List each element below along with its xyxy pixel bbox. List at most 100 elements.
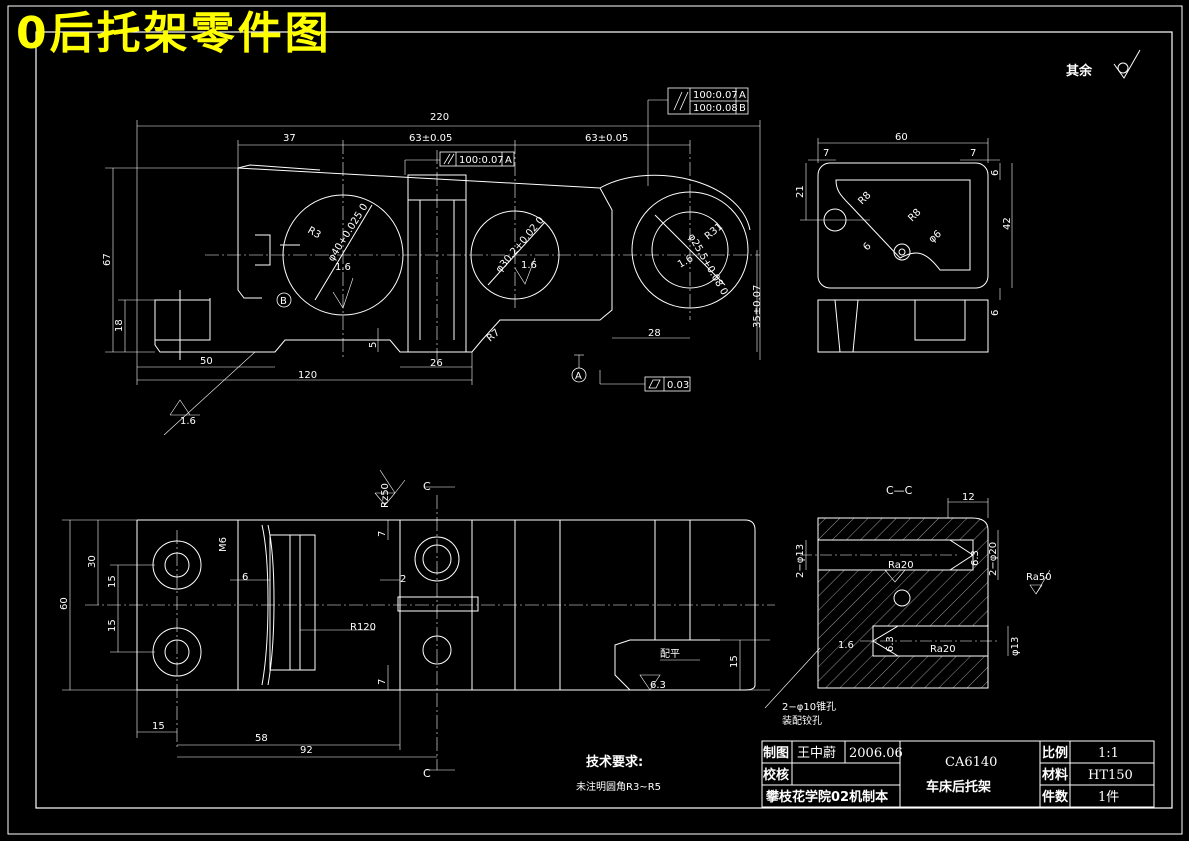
section-rough-out: Ra50: [1026, 572, 1052, 583]
dim-bore1: φ40+0.025 0: [326, 202, 370, 264]
side-dim-h21: 21: [795, 185, 806, 198]
side-dim-edge-l: 7: [823, 148, 829, 159]
rough-2: 1.6: [521, 260, 537, 271]
tol-mid: 100:0.07: [459, 155, 504, 166]
title-drawn-by: 王中蔚: [797, 746, 836, 761]
top-flat: 配平: [660, 648, 680, 660]
dim-fillet: R7: [485, 327, 502, 344]
roughness-symbol-icon: [1113, 49, 1141, 79]
top-dim-seven-b: 7: [377, 679, 388, 685]
dim-slot-w: 120: [298, 370, 317, 381]
title-scale: 1:1: [1098, 746, 1119, 761]
dim-overall: 220: [430, 112, 449, 123]
section-dimlines: [764, 498, 1051, 709]
dim-right-w: 28: [648, 328, 661, 339]
datum-a-circle: [571, 367, 587, 383]
side-dim-h6a: 6: [990, 170, 1001, 176]
datum-b: B: [280, 296, 287, 307]
dim-step: 5: [368, 342, 379, 348]
top-view-centerlines: [85, 495, 775, 770]
section-view: [817, 517, 989, 689]
rough-3: 1.6: [676, 253, 695, 270]
title-drawn-label: 制图: [763, 745, 789, 761]
title-qty-label: 件数: [1042, 789, 1069, 805]
title-check-label: 校核: [763, 767, 789, 783]
top-dim-six: 6: [242, 572, 248, 583]
side-dim-d6b: 6: [861, 241, 873, 253]
top-dim-w15: 15: [152, 721, 165, 732]
title-part-name: 车床后托架: [926, 779, 991, 795]
title-part-no: CA6140: [945, 755, 997, 770]
dim-r-big: R31: [703, 221, 725, 242]
section-rough-in: Ra20: [888, 560, 914, 571]
top-dim-m6: M6: [218, 537, 229, 552]
section-note-2: 装配铰孔: [782, 714, 822, 727]
section-rough-16: 1.6: [838, 640, 854, 651]
title-material: HT150: [1088, 768, 1133, 783]
top-dim-height: 60: [59, 597, 70, 610]
section-mark-bottom: C: [423, 767, 431, 780]
side-view-dimlines: [800, 138, 1013, 300]
surface-note: 其余: [1066, 63, 1093, 79]
tol-top-2-ref: B: [739, 103, 746, 114]
title-date: 2006.06: [849, 746, 903, 761]
front-view-centerlines: [205, 140, 760, 360]
side-view: [817, 162, 989, 353]
tol-mid-ref: A: [505, 155, 512, 166]
front-view: [154, 164, 751, 360]
top-view-dimlines: [62, 469, 770, 771]
dim-base-h: 18: [114, 319, 125, 332]
title-material-label: 材料: [1042, 767, 1068, 783]
top-rough: 6.3: [650, 680, 666, 691]
title-school: 攀枝花学院02机制本: [765, 789, 888, 805]
outer-border: [7, 5, 1183, 835]
page-title: 0后托架零件图: [16, 8, 332, 59]
section-dim-d13b: φ13: [1010, 637, 1021, 656]
dim-r-small: R3: [306, 225, 323, 241]
top-dim-w58: 58: [255, 733, 268, 744]
section-mark-top: C: [423, 480, 431, 493]
rough-base: 1.6: [180, 416, 196, 427]
title-block-grid: [761, 740, 1155, 808]
side-dim-d6a: φ6: [927, 229, 944, 246]
top-dim-h15r: 15: [729, 655, 740, 668]
side-dim-h42: 42: [1002, 217, 1013, 230]
tech-req-title: 技术要求:: [586, 754, 643, 770]
top-dim-h30: 30: [87, 555, 98, 568]
top-dim-rz: Rz50: [380, 483, 391, 508]
side-dim-width: 60: [895, 132, 908, 143]
title-scale-label: 比例: [1042, 745, 1068, 761]
section-label: C—C: [886, 484, 913, 497]
side-dim-h6b: 6: [990, 310, 1001, 316]
section-dim-w12: 12: [962, 492, 975, 503]
tech-req-line1: 未注明圆角R3~R5: [576, 780, 661, 793]
inner-border: [35, 31, 1173, 809]
side-dim-edge-r: 7: [970, 148, 976, 159]
tolerance-frame-top: [667, 87, 749, 115]
front-view-dimlines: [105, 99, 761, 436]
tol-top-1: 100:0.07: [693, 90, 738, 101]
side-dim-r8b: R8: [906, 207, 923, 224]
tol-top-1-ref: A: [739, 90, 746, 101]
dim-left: 37: [283, 133, 296, 144]
section-dim-d20: 2−φ20: [988, 542, 999, 576]
top-dim-h15b: 15: [107, 619, 118, 632]
section-rough-63b: 6.3: [885, 636, 896, 652]
dim-height: 67: [102, 253, 113, 266]
dim-base-w: 50: [200, 356, 213, 367]
side-dim-r8a: R8: [856, 190, 873, 207]
section-rough-63a: 6.3: [970, 550, 981, 566]
dim-span-b: 63±0.05: [585, 133, 628, 144]
dim-center-h: 35±0.07: [752, 285, 763, 328]
top-dim-w92: 92: [300, 745, 313, 756]
flatness-frame: [644, 376, 691, 392]
tolerance-frame-mid: [439, 151, 515, 167]
section-rough-lower: Ra20: [930, 644, 956, 655]
datum-b-circle: [276, 292, 292, 308]
dim-groove: 26: [430, 358, 443, 369]
section-note-1: 2−φ10锥孔: [782, 701, 836, 713]
top-dim-r120: R120: [350, 622, 376, 633]
tol-top-2: 100:0.08: [693, 103, 738, 114]
top-dim-h15a: 15: [107, 575, 118, 588]
